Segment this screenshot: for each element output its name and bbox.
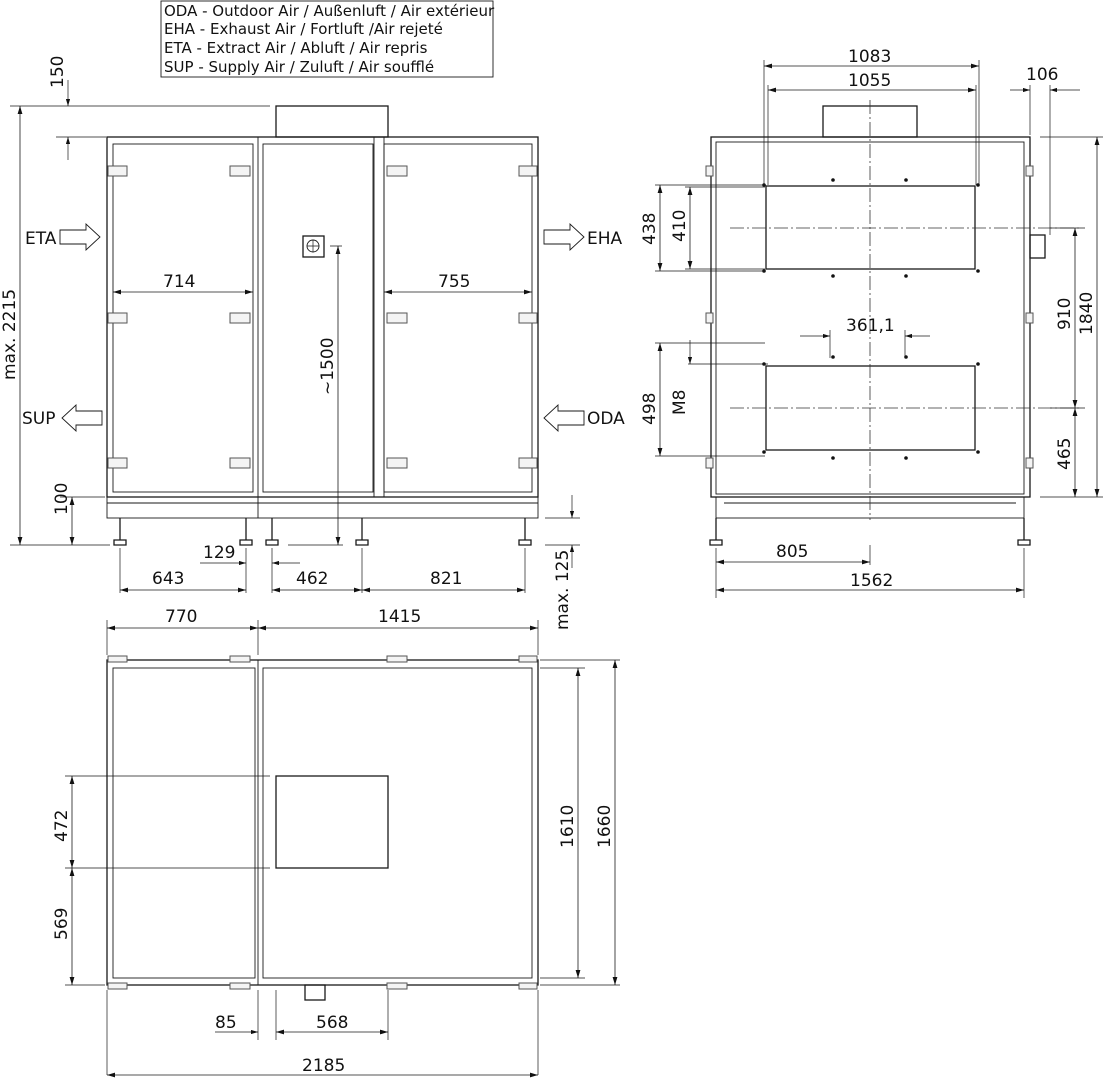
dim-150: 150 [48,56,68,88]
sup-arrow-icon [61,403,103,433]
dim-max-height: max. 2215 [0,289,20,380]
dim-100: 100 [52,483,72,515]
legend-box: ODA - Outdoor Air / Außenluft / Air exté… [160,0,495,78]
dim-498: 498 [640,393,660,425]
upper-opening [765,185,976,270]
eta-arrow-icon [59,222,101,252]
dim-1660: 1660 [595,805,615,848]
oda-arrow-icon [543,403,585,433]
control-knob-icon [302,235,325,258]
dim-770: 770 [165,607,197,627]
dim-462: 462 [296,569,328,589]
dim-1840: 1840 [1077,292,1097,335]
dim-361-1: 361,1 [846,316,895,336]
dim-1610: 1610 [558,805,578,848]
dim-472: 472 [52,810,72,842]
dim-1562: 1562 [850,571,893,591]
dim-129: 129 [203,543,235,563]
dim-643: 643 [152,569,184,589]
dim-410: 410 [670,210,690,242]
dim-85: 85 [215,1013,237,1033]
eta-label: ETA [25,229,57,249]
dim-714: 714 [163,272,195,292]
legend-eha: EHA - Exhaust Air / Fortluft /Air rejeté [164,20,443,38]
dim-106: 106 [1026,65,1058,85]
dim-2185: 2185 [302,1056,345,1076]
dim-755: 755 [438,272,470,292]
thread-m8: M8 [670,390,690,415]
top-duct-opening [275,775,389,869]
top-view: 472 569 1610 1660 85 568 2185 [52,655,620,1078]
drain-connection [304,984,326,1001]
legend-sup: SUP - Supply Air / Zuluft / Air soufflé [164,58,434,76]
oda-label: ODA [587,409,625,429]
dim-1055: 1055 [848,71,891,91]
side-view: 1083 1055 106 438 410 910 1840 465 361,1… [640,47,1103,598]
side-connection [1029,234,1046,259]
legend-oda: ODA - Outdoor Air / Außenluft / Air exté… [164,2,495,20]
dim-821: 821 [430,569,462,589]
legend-eta: ETA - Extract Air / Abluft / Air repris [164,39,428,57]
adjustable-feet [113,518,532,546]
dim-910: 910 [1055,298,1075,330]
dim-465: 465 [1055,438,1075,470]
dim-max-125: max. 125 [553,550,573,630]
dim-568: 568 [316,1013,348,1033]
sup-label: SUP [22,409,56,429]
eha-label: EHA [587,229,623,249]
eha-arrow-icon [543,222,585,252]
front-view: ETA EHA SUP ODA 150 max. 2215 100 714 75… [0,56,625,655]
dim-1415: 1415 [378,607,421,627]
dim-438: 438 [640,213,660,245]
dim-805: 805 [776,542,808,562]
dim-569: 569 [52,908,72,940]
dim-1500: ~1500 [318,337,338,395]
dim-1083: 1083 [848,47,891,67]
